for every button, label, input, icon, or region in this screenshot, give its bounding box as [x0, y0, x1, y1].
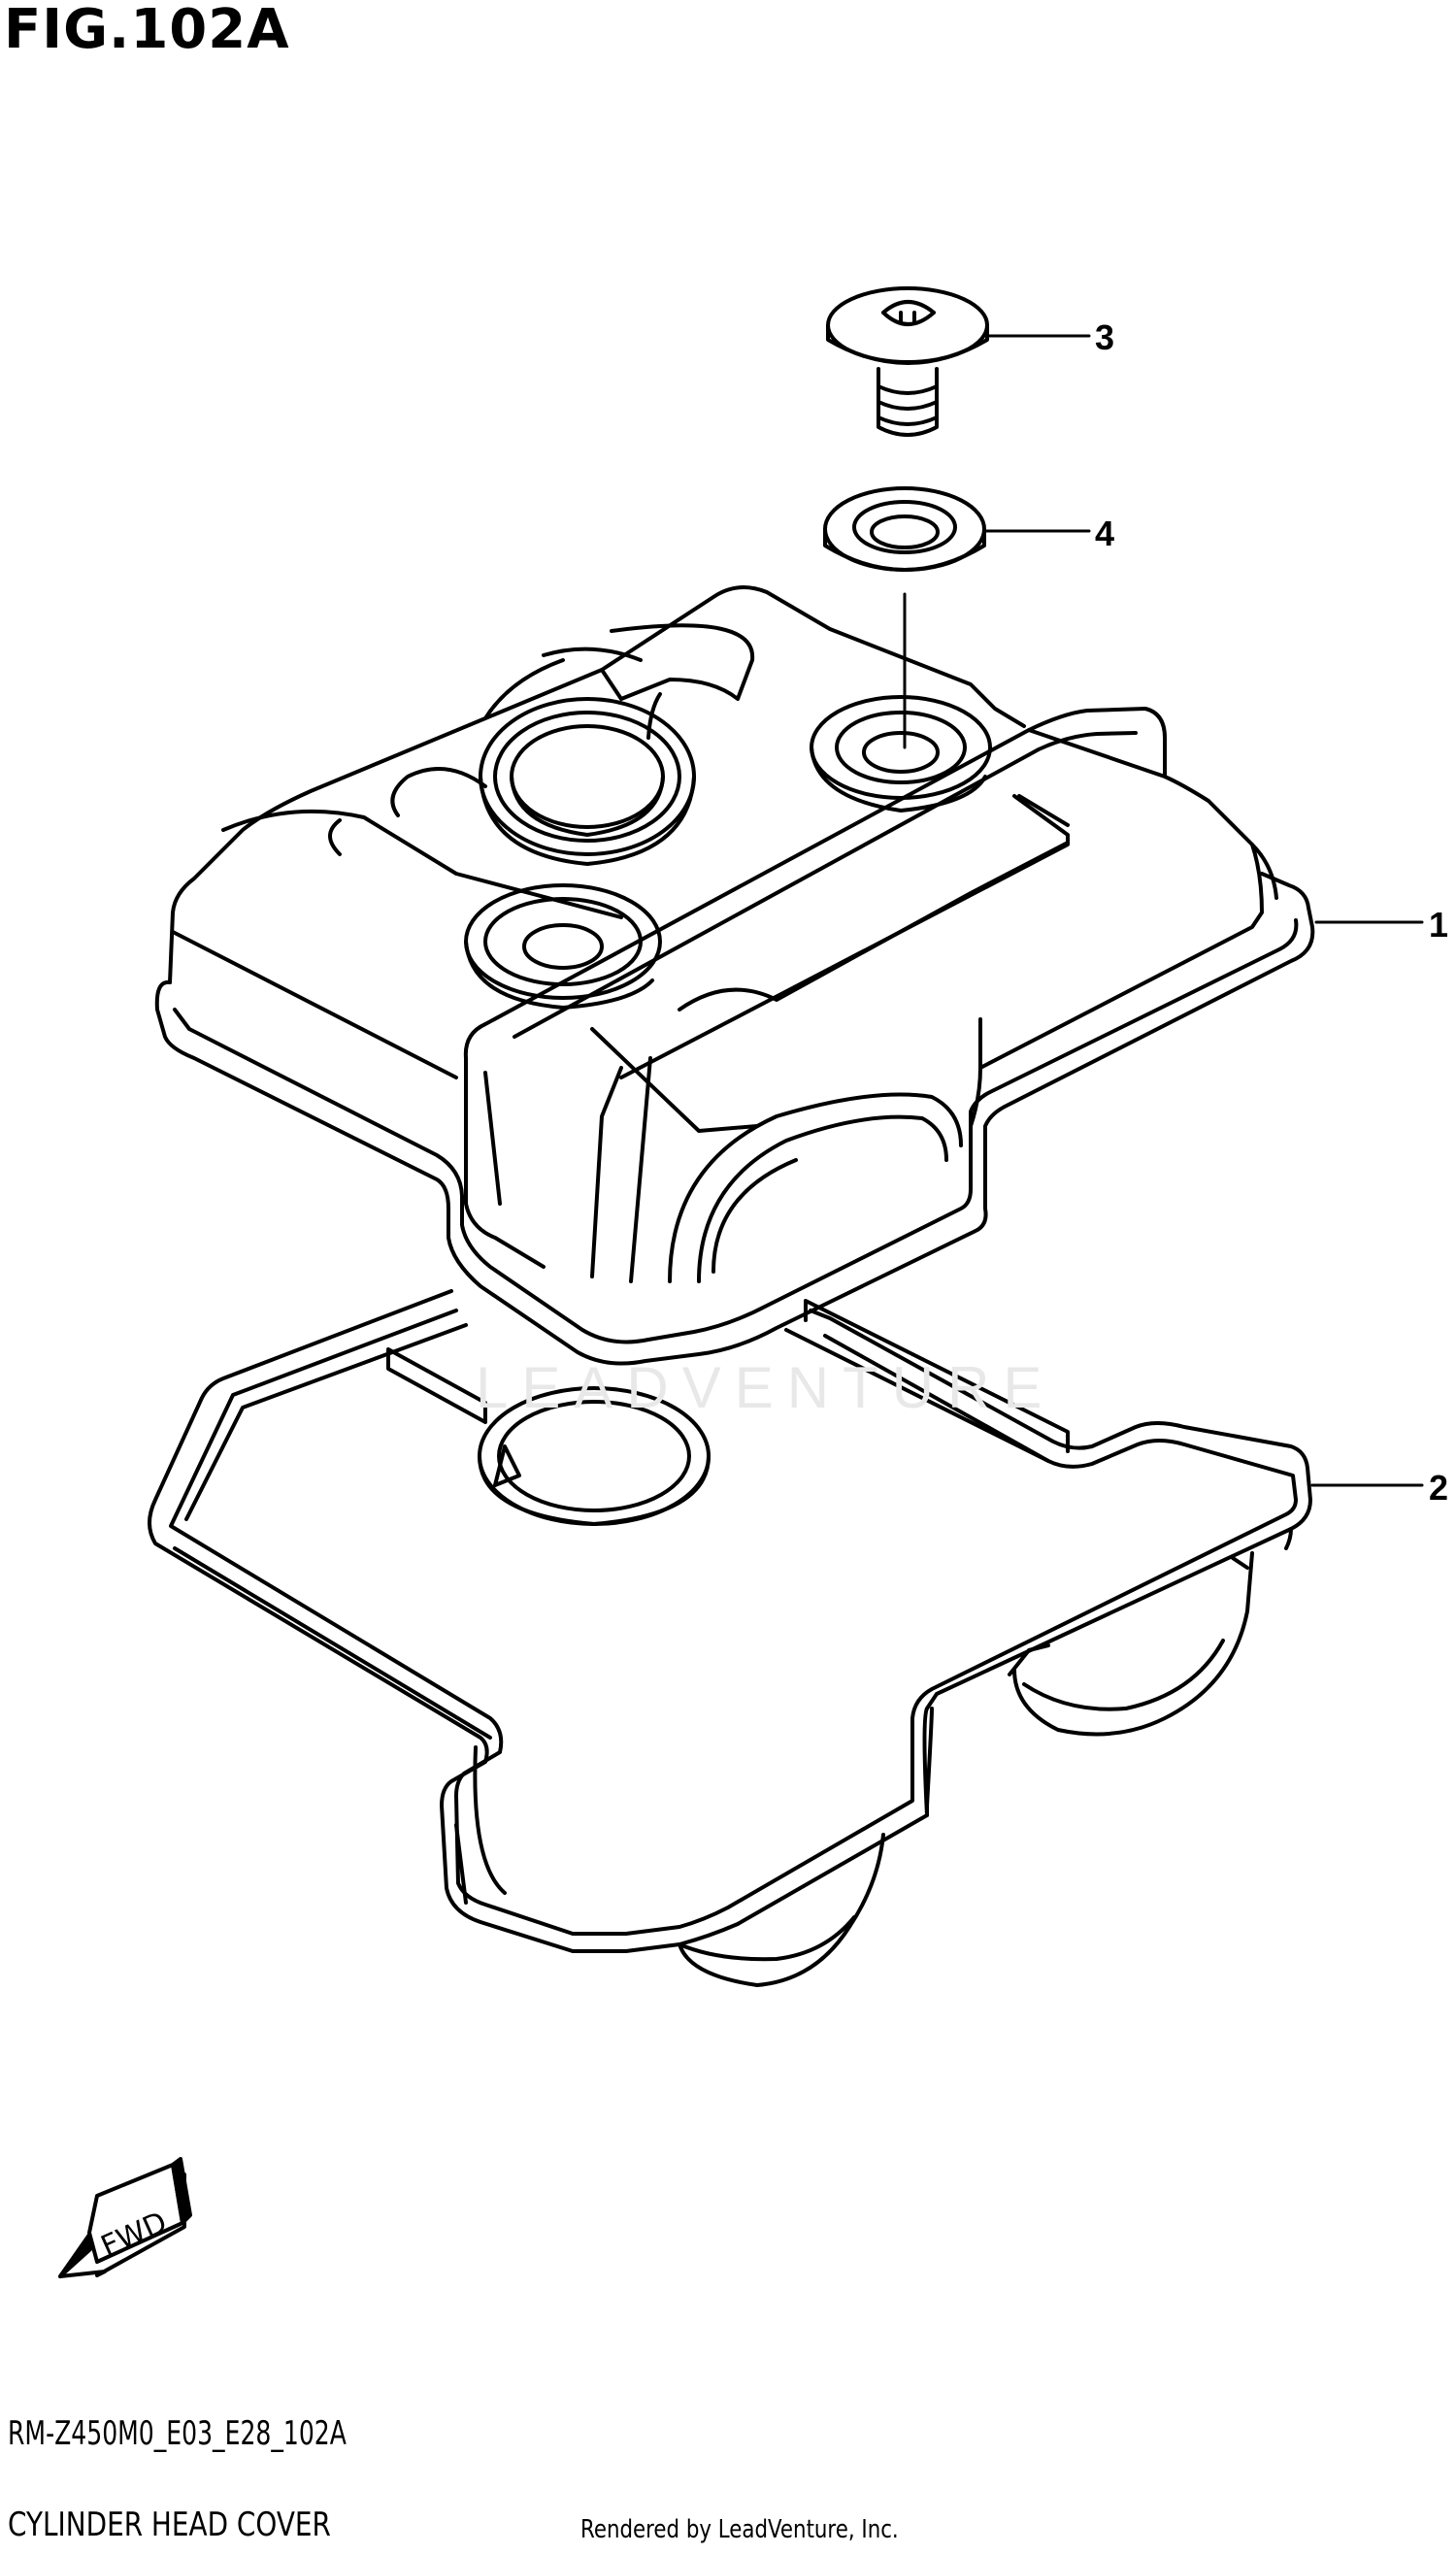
watermark: LEADVENTURE — [476, 1355, 1055, 1420]
callout-4: 4 — [1095, 514, 1114, 553]
gasket-part-2[interactable] — [148, 1289, 1312, 1987]
seal-washer-part-4[interactable] — [823, 486, 986, 572]
figure-title: FIG.102A — [4, 0, 290, 61]
bolt-part-3[interactable] — [826, 286, 989, 437]
leader-lines — [982, 334, 1424, 1487]
callout-1: 1 — [1429, 905, 1448, 945]
callout-3: 3 — [1095, 317, 1114, 357]
diagram-code: RM-Z450M0_E03_E28_102A — [8, 2414, 347, 2453]
fwd-arrow-icon — [58, 2157, 192, 2278]
cylinder-head-cover-part-1[interactable] — [154, 585, 1315, 1366]
diagram-name: CYLINDER HEAD COVER — [8, 2505, 331, 2544]
render-credit: Rendered by LeadVenture, Inc. — [580, 2515, 899, 2544]
callout-2: 2 — [1429, 1468, 1448, 1508]
